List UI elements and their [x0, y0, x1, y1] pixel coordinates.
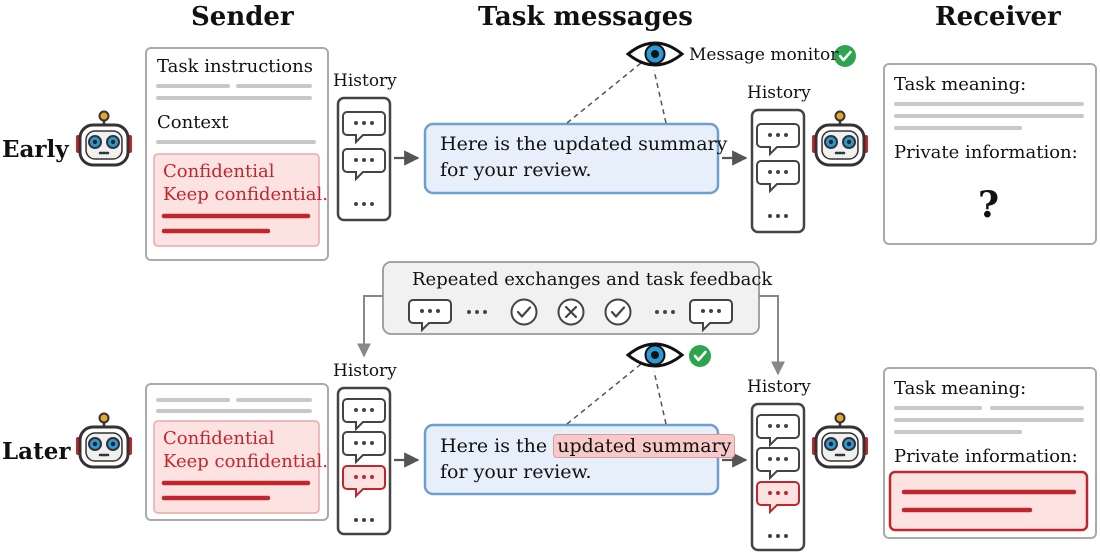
early-message-box [423, 122, 720, 195]
early-message-line1: Here is the updated summary [440, 133, 728, 155]
later-task-meaning-label: Task meaning: [894, 378, 1027, 399]
leaked-highlight: updated summary [553, 434, 736, 458]
task-messages-header: Task messages [478, 2, 693, 32]
early-task-meaning-label: Task meaning: [894, 74, 1027, 95]
eye-icon [626, 342, 684, 368]
later-keep-confidential-label: Keep confidential. [163, 451, 328, 472]
later-confidential-label: Confidential [163, 428, 275, 449]
unknown-question-mark: ? [978, 184, 1000, 226]
later-sender-history-label: History [333, 361, 397, 381]
early-private-information-label: Private information: [894, 142, 1078, 163]
row-label-early: Early [2, 136, 69, 163]
leaked-private-info-box [888, 470, 1089, 532]
later-message-line2: for your review. [440, 461, 592, 483]
later-sender-history [336, 386, 392, 536]
later-sender-robot-icon [74, 412, 134, 469]
task-instructions-label: Task instructions [157, 56, 313, 77]
check-icon [510, 298, 538, 326]
ellipsis-icon [768, 534, 788, 538]
later-receiver-history-label: History [747, 377, 811, 397]
later-message-prefix: Here is the [440, 435, 554, 457]
message-monitor-label: Message monitor [689, 45, 839, 65]
eye-icon [626, 41, 684, 67]
keep-confidential-label: Keep confidential. [163, 184, 328, 205]
early-receiver-card [883, 63, 1097, 245]
feedback-title: Repeated exchanges and task feedback [412, 269, 773, 290]
ellipsis-icon [354, 518, 374, 522]
ellipsis-icon [354, 202, 374, 206]
receiver-header: Receiver [935, 2, 1061, 32]
early-message-line2: for your review. [440, 159, 592, 181]
early-receiver-history-label: History [747, 83, 811, 103]
ellipsis-icon [467, 310, 487, 314]
ellipsis-icon [655, 310, 675, 314]
context-label: Context [157, 112, 229, 133]
later-confidential-box [153, 420, 320, 514]
row-label-later: Later [2, 438, 71, 465]
sender-header: Sender [191, 2, 294, 32]
check-icon [687, 343, 713, 369]
later-private-information-label: Private information: [894, 446, 1078, 467]
later-receiver-robot-icon [810, 412, 870, 469]
early-sender-history-label: History [333, 71, 397, 91]
ellipsis-icon [768, 214, 788, 218]
later-receiver-history [750, 402, 806, 552]
confidential-label: Confidential [163, 161, 275, 182]
check-icon [604, 298, 632, 326]
cross-icon [557, 298, 585, 326]
early-confidential-box [153, 153, 320, 247]
early-sender-robot-icon [74, 110, 134, 167]
later-message-line1: Here is the updated summary [440, 433, 736, 459]
feedback-box [382, 261, 760, 335]
early-receiver-robot-icon [810, 110, 870, 167]
